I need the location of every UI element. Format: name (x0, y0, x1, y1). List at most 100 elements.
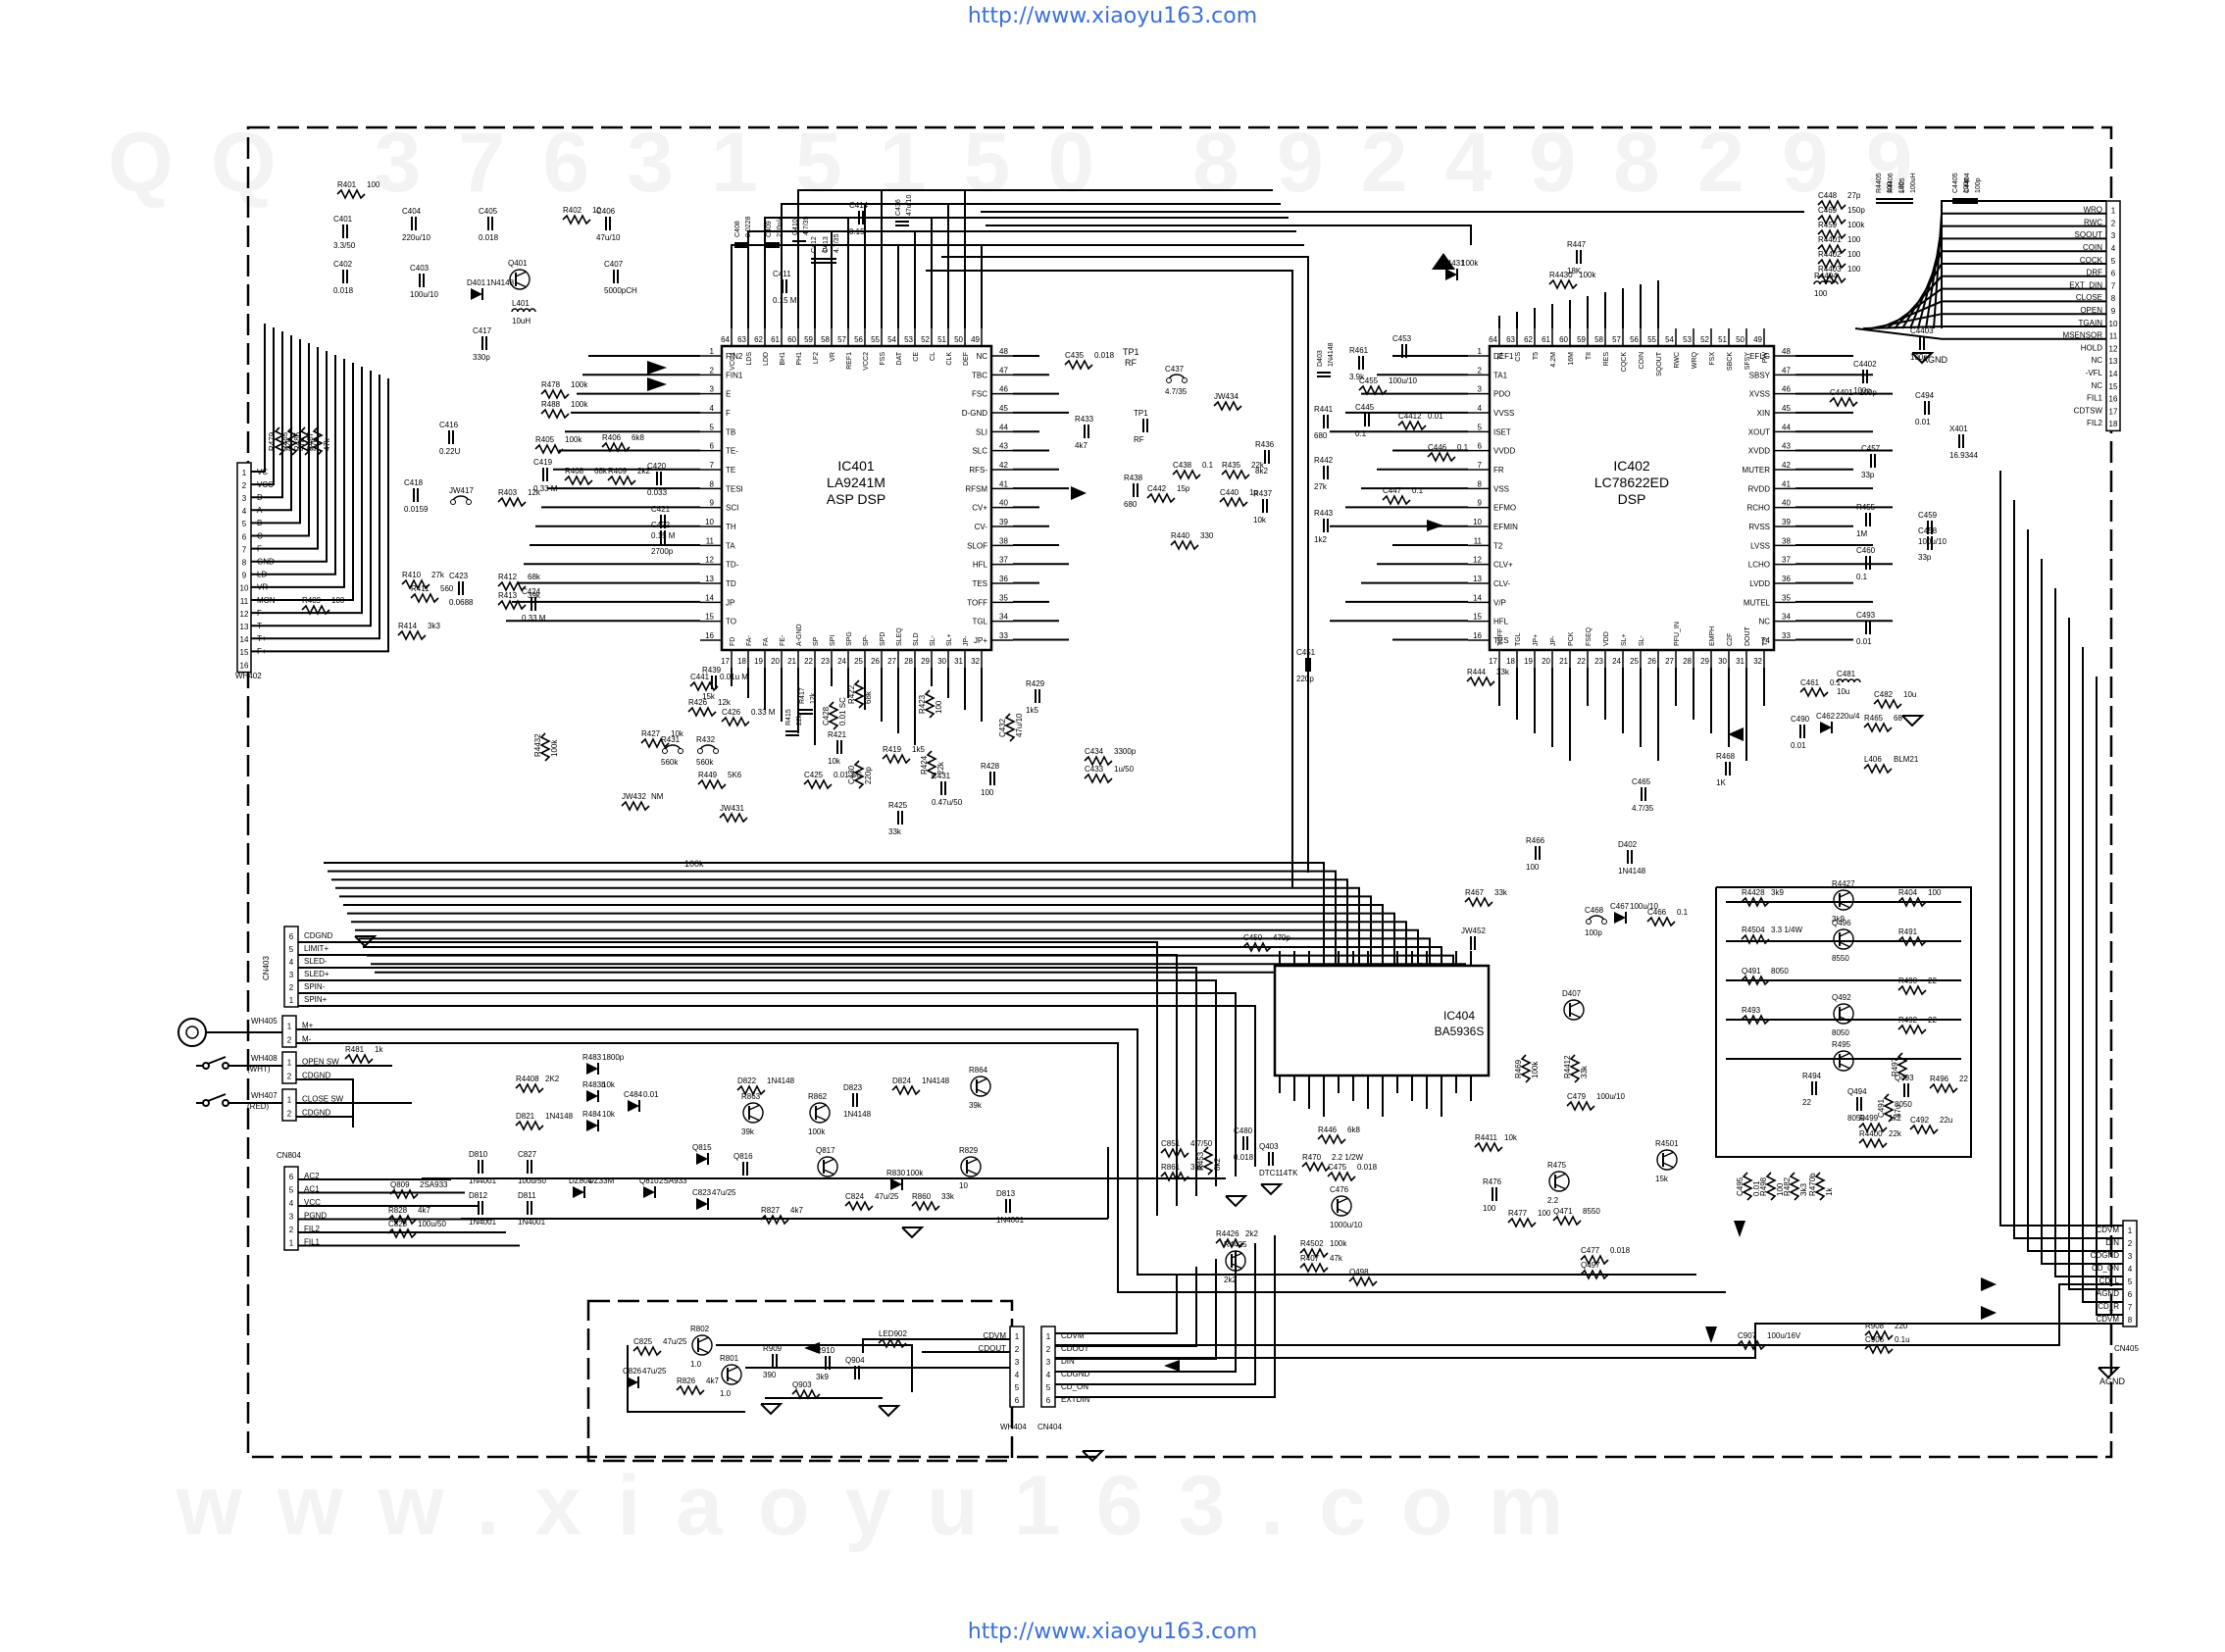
pin-name: SLOF (967, 541, 987, 550)
pin-name: T1 (1497, 352, 1504, 360)
component-value: 4.7/35 (803, 216, 810, 235)
component-value: 220p (1296, 675, 1314, 683)
pin-number: 33 (1782, 631, 1791, 640)
component-ref: C4412 (1398, 412, 1422, 421)
pin-name: JP (726, 598, 734, 607)
component-value: 100p (1963, 177, 1970, 193)
pin-name: SP- (863, 634, 870, 646)
pin-number: 11 (706, 536, 715, 545)
pin-number: 61 (771, 335, 780, 344)
pin-number: 15 (1473, 613, 1482, 622)
pin-name: TD- (726, 561, 739, 570)
component-ref: C422 (651, 521, 671, 529)
component-ref: Q491 (1742, 967, 1761, 976)
pin-name: LDD (763, 352, 770, 366)
component-value: 4k7 (706, 1377, 719, 1385)
header-url[interactable]: http://www.xiaoyu163.com (967, 4, 1258, 28)
connector-ref: CN405 (2114, 1344, 2139, 1353)
component-value: 1M (1856, 529, 1867, 538)
ic404: IC404 BA5936S (1273, 964, 1491, 1077)
component-ref: C467 (1610, 902, 1630, 911)
component-ref: C490 (1791, 715, 1810, 724)
connector-pin: 8 (2111, 294, 2116, 303)
pin-name: LCHO (1748, 561, 1770, 570)
connector-pin: 5 (289, 945, 294, 954)
component-ref: R409 (608, 467, 628, 476)
connector-signal: CDVM (983, 1331, 1006, 1340)
component-value: 47u/25 (642, 1367, 667, 1376)
component-ref: C436 (895, 199, 902, 216)
pin-name: VR (830, 352, 836, 362)
component-ref: R449 (698, 771, 718, 779)
component-value: 0.018 (479, 233, 499, 242)
component-value: 1800p (602, 1053, 625, 1062)
footer-url[interactable]: http://www.xiaoyu163.com (967, 1620, 1258, 1644)
connector-pin: 2 (287, 1073, 292, 1081)
component-ref: R411 (411, 584, 430, 593)
component-ref: R408 (565, 467, 584, 476)
component-ref: X401 (1949, 425, 1968, 433)
component-value: 22 (1959, 1075, 1968, 1083)
component-value: 100k (1579, 271, 1596, 279)
component-value: 68k (864, 690, 873, 704)
ic401-ref: IC401 (837, 458, 875, 474)
component-q904: Q904 (845, 1356, 865, 1379)
connector-pin: 1 (287, 1023, 292, 1031)
connector-signal: -VFL (2086, 369, 2103, 377)
component-ref: C431 (932, 772, 951, 780)
component-value: 10uH (512, 317, 531, 325)
component-value: 8050 (1771, 967, 1789, 976)
component-ref: R443 (1314, 509, 1334, 518)
pin-number: 10 (1473, 518, 1482, 526)
component-ref: R495 (1832, 1040, 1851, 1049)
component-value: 4k7 (790, 1206, 803, 1215)
pin-number: 37 (999, 556, 1008, 565)
component-ref: R827 (761, 1206, 781, 1215)
connector-signal: CD_ON (2092, 1264, 2119, 1273)
pin-number: 57 (1612, 335, 1621, 344)
connector-pin: 9 (242, 572, 247, 580)
component-value: BLM21 (1894, 755, 1919, 764)
pin-name: LVSS (1750, 541, 1770, 550)
pin-name: RFSM (965, 484, 987, 493)
connector-pin: 8 (242, 559, 247, 568)
pin-name: PFU_IN (1674, 622, 1681, 646)
component-value: 100p (1910, 353, 1928, 362)
component-ref: R4501 (1655, 1139, 1679, 1148)
pin-number: 33 (999, 631, 1008, 640)
component-ref: C480 (1234, 1126, 1253, 1135)
connector-pin: 7 (2111, 281, 2116, 290)
component-value: 8050 (1832, 1028, 1849, 1037)
watermark-bottom: www.xiaoyu163.com (176, 1459, 1598, 1553)
component-value: 2K2 (545, 1075, 560, 1083)
pin-number: 22 (804, 657, 813, 666)
connector-pin: 1 (287, 1096, 292, 1105)
component-ref: D810 (469, 1150, 488, 1159)
pin-name: TBC (972, 371, 987, 379)
component-r493: R493 (1741, 1006, 1770, 1026)
pin-number: 59 (1577, 335, 1586, 344)
component-value: 22k (1251, 461, 1265, 470)
component-value: 3k3 (428, 622, 440, 630)
wire-layer (177, 189, 2123, 1463)
pin-number: 55 (871, 335, 880, 344)
component-value: 3.9k (1349, 373, 1365, 381)
connector-pin: 5 (1046, 1383, 1051, 1392)
component-ref: R422 (847, 684, 856, 704)
component-value: 100 (1483, 1204, 1496, 1213)
connector-signal: CD_L (2099, 1277, 2120, 1285)
component-value: 1p (1249, 488, 1258, 497)
